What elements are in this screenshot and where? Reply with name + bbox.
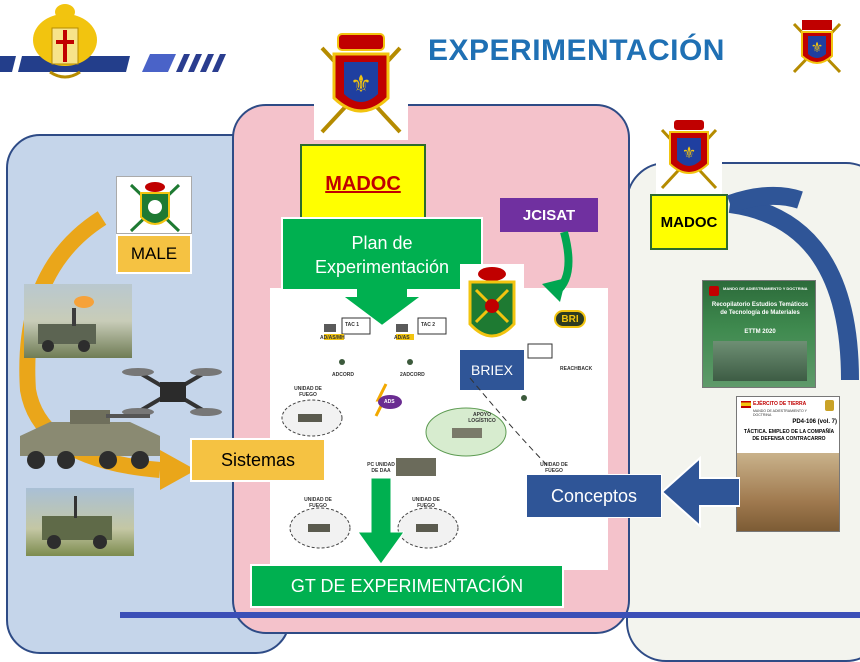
madoc-label: MADOC <box>325 172 401 195</box>
sistemas-box: Sistemas <box>190 438 326 482</box>
gt-down-arrow-icon <box>357 477 405 566</box>
unidad-fuego-2-label: UNIDAD DE FUEGO <box>540 462 568 474</box>
ettm-photo <box>713 341 807 381</box>
ettm-subtitle: ETTM 2020 <box>744 329 776 335</box>
pd4-flag-icon <box>741 401 751 408</box>
tac1-label: TAC 1 <box>345 322 360 328</box>
pd4-title: TÁCTICA. EMPLEO DE LA COMPAÑÍA DE DEFENS… <box>743 429 835 442</box>
eagle-emblem-icon <box>30 0 100 84</box>
briex-emblem-icon <box>460 264 524 350</box>
pd4-org2: MANDO DE ADIESTRAMIENTO Y DOCTRINA <box>753 409 807 417</box>
ettm-logo-icon <box>709 286 719 296</box>
svg-text:⚜: ⚜ <box>350 70 372 98</box>
jcisat-curved-arrow-icon <box>530 228 590 308</box>
jcisat-box: JCISAT <box>500 198 598 232</box>
conceptos-arrow-icon <box>660 454 741 530</box>
madoc-emblem-center-icon: ⚜ <box>314 28 408 140</box>
left-curved-arrow-icon <box>10 210 200 490</box>
dl1-label: AD/AS/MH <box>320 335 345 341</box>
conceptos-box: Conceptos <box>526 474 662 518</box>
male-label: MALE <box>130 244 178 263</box>
gt-box: GT DE EXPERIMENTACIÓN <box>250 564 564 608</box>
sistemas-label: Sistemas <box>220 449 296 470</box>
armored-vehicle-photo <box>10 400 170 478</box>
dl2-label: AD/AS <box>394 335 410 341</box>
ettm-header: MANDO DE ADIESTRAMIENTO Y DOCTRINA <box>723 286 808 291</box>
madoc-right-label: MADOC <box>660 213 718 231</box>
drone-photo <box>118 356 228 430</box>
male-emblem-icon <box>116 176 192 234</box>
gt-label: GT DE EXPERIMENTACIÓN <box>290 575 524 596</box>
unidad-fuego-4-label: UNIDAD DE FUEGO <box>412 497 440 509</box>
page-title: EXPERIMENTACIÓN <box>428 34 725 67</box>
male-box: MALE <box>116 234 192 274</box>
reachback-label: REACHBACK <box>560 366 593 372</box>
ettm-title: Recopilatorio Estudios Temáticos de Tecn… <box>711 302 809 316</box>
ads-label: ADS <box>384 399 395 405</box>
madoc-right-box: MADOC <box>650 194 728 250</box>
bottom-stripe <box>120 612 860 618</box>
apoyo-label: APOYO LOGÍSTICO <box>468 412 496 424</box>
bri-label: BRI <box>561 313 579 325</box>
svg-text:⚜: ⚜ <box>682 143 696 162</box>
pd4-org: EJÉRCITO DE TIERRA <box>753 401 807 407</box>
unidad-fuego-1-label: UNIDAD DE FUEGO <box>294 386 322 398</box>
unidad-fuego-3-label: UNIDAD DE FUEGO <box>304 497 332 509</box>
ettm-document: MANDO DE ADIESTRAMIENTO Y DOCTRINA Recop… <box>702 280 816 388</box>
mortar-vehicle-photo <box>24 284 132 358</box>
jcisat-label: JCISAT <box>522 206 576 224</box>
pd4-photo <box>737 453 839 531</box>
right-curved-arrow-icon <box>680 180 860 530</box>
madoc-emblem-right-icon: ⚜ <box>656 114 722 194</box>
briex-label: BRIEX <box>470 362 513 378</box>
tac2-label: TAC 2 <box>421 322 436 328</box>
vamtac-vehicle-photo <box>26 488 134 556</box>
pd4-document: EJÉRCITO DE TIERRA MANDO DE ADIESTRAMIEN… <box>736 396 840 532</box>
conceptos-label: Conceptos <box>550 485 638 506</box>
pd4-code: PD4-106 (vol. 7) <box>792 419 837 425</box>
scheme-drawing <box>270 288 608 570</box>
adcord2-label: 2ADCORD <box>400 372 425 378</box>
pd4-crest-icon <box>825 400 834 411</box>
madoc-box: MADOC <box>300 144 426 224</box>
madoc-emblem-top-right-icon: ⚜ <box>790 14 844 80</box>
pc-label: PC UNIDAD DE DAA <box>367 462 395 474</box>
bri-badge: BRI <box>554 310 586 328</box>
briex-box: BRIEX <box>460 350 524 390</box>
adcord1-label: ADCORD <box>332 372 354 378</box>
svg-text:⚜: ⚜ <box>811 40 824 56</box>
plan-label: Plan de Experimentación <box>314 233 450 277</box>
